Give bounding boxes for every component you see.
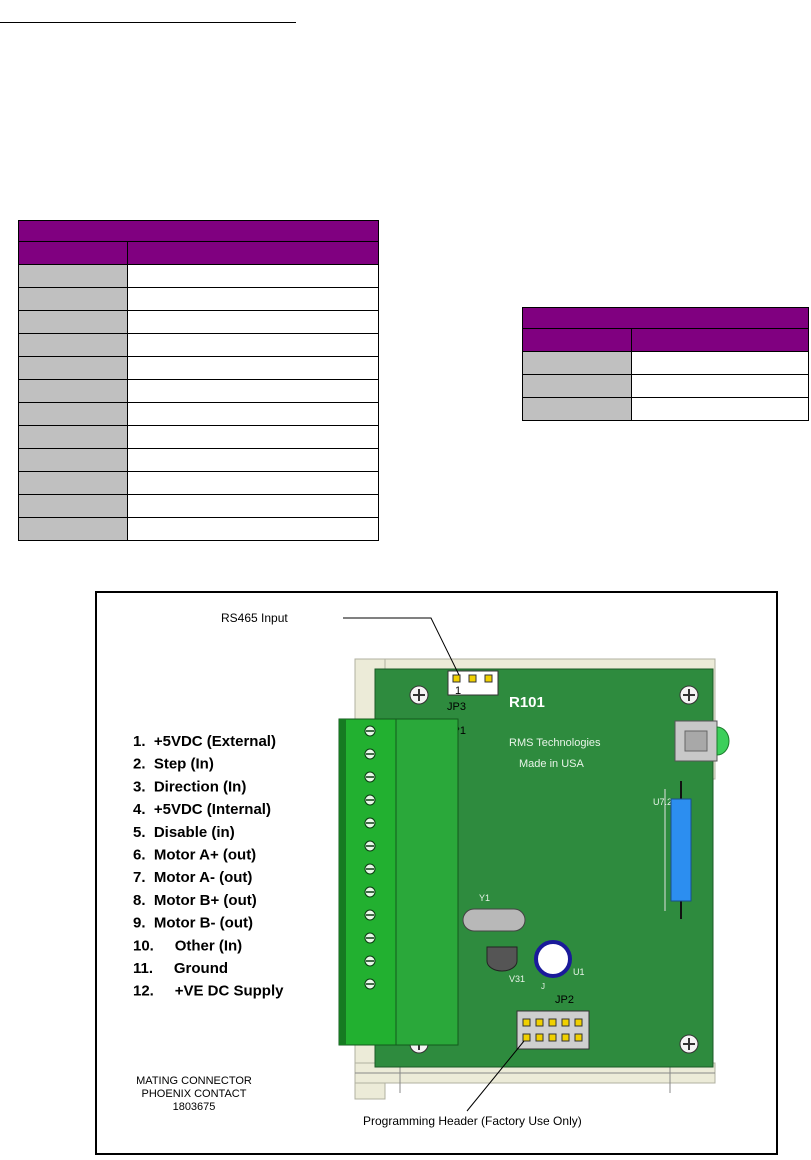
capacitor-component	[534, 940, 572, 978]
mating-line-1: MATING CONNECTOR	[136, 1075, 252, 1087]
signal-table	[18, 220, 379, 541]
terminal-screw-icon	[364, 771, 376, 783]
board-diagram: 1 JP3 RS465 Input R101 JP1 RMS Technolog…	[95, 591, 778, 1155]
jp2-pin	[574, 1033, 583, 1042]
jp3-pin	[484, 674, 493, 683]
pin-label: 12. +VE DC Supply	[133, 983, 284, 1000]
signal-table-header	[18, 241, 379, 265]
pin-label: 9. Motor B- (out)	[133, 915, 253, 932]
jp3-pin	[468, 674, 477, 683]
table-row	[18, 310, 379, 334]
pin-label: 10. Other (In)	[133, 937, 242, 954]
jp2-pins	[522, 1018, 583, 1042]
signal-table-title	[18, 220, 379, 242]
aux-table-header	[522, 328, 809, 352]
table-row	[18, 287, 379, 311]
screw-icon	[679, 1034, 699, 1054]
mating-line-2: PHOENIX CONTACT	[142, 1088, 247, 1100]
pin-label: 8. Motor B+ (out)	[133, 892, 257, 909]
regulator-label: V31	[509, 974, 525, 984]
pin-label: 4. +5VDC (Internal)	[133, 801, 271, 818]
rs485-label: RS465 Input	[221, 611, 288, 625]
jp2-pin	[561, 1033, 570, 1042]
board-name: R101	[509, 694, 545, 711]
company-text: RMS Technologies	[509, 737, 601, 749]
table-row	[522, 374, 809, 398]
terminal-screws	[364, 725, 376, 990]
jp2-pin	[548, 1018, 557, 1027]
jp2-pin	[561, 1018, 570, 1027]
mating-line-3: 1803675	[173, 1101, 216, 1113]
terminal-screw-icon	[364, 840, 376, 852]
terminal-screw-icon	[364, 886, 376, 898]
pin-label: 11. Ground	[133, 960, 228, 977]
table-row	[18, 356, 379, 380]
programming-leader	[466, 1040, 525, 1112]
table-row	[18, 517, 379, 541]
pin-labels: 1. +5VDC (External) 2. Step (In) 3. Direct…	[133, 733, 284, 1000]
regulator-component	[486, 946, 518, 972]
rs485-leader	[343, 617, 460, 676]
pin-label: 3. Direction (In)	[133, 778, 246, 795]
jp2-pin	[574, 1018, 583, 1027]
table-row	[522, 351, 809, 375]
jp2-pin	[535, 1033, 544, 1042]
pin-label: 6. Motor A+ (out)	[133, 847, 256, 864]
j-label: J	[541, 982, 545, 991]
table-row	[18, 402, 379, 426]
jp2-header	[516, 1010, 590, 1050]
terminal-screw-icon	[364, 955, 376, 967]
terminal-screw-icon	[364, 794, 376, 806]
screw-icon	[679, 685, 699, 705]
crystal-label: Y1	[479, 893, 490, 903]
table-row	[18, 471, 379, 495]
pin-label: 1. +5VDC (External)	[133, 733, 276, 750]
table-row	[18, 333, 379, 357]
led-icon	[716, 726, 730, 756]
pin-label: 2. Step (In)	[133, 756, 214, 773]
pin-label: 5. Disable (in)	[133, 824, 235, 841]
top-rule	[0, 22, 296, 23]
terminal-screw-icon	[364, 978, 376, 990]
table-row	[18, 264, 379, 288]
table-row	[18, 494, 379, 518]
made-in-text: Made in USA	[519, 758, 584, 770]
terminal-screw-icon	[364, 909, 376, 921]
jp2-pin	[522, 1018, 531, 1027]
jp2-label: JP2	[555, 994, 574, 1006]
table-row	[18, 379, 379, 403]
programming-label: Programming Header (Factory Use Only)	[363, 1114, 582, 1128]
table-row	[522, 397, 809, 421]
jp3-pin	[452, 674, 461, 683]
terminal-screw-icon	[364, 863, 376, 875]
jp2-pin	[522, 1033, 531, 1042]
jp2-pin	[535, 1018, 544, 1027]
pin-label: 7. Motor A- (out)	[133, 869, 252, 886]
terminal-edge	[339, 719, 346, 1045]
board-drawing: 1 JP3 RS465 Input R101 JP1 RMS Technolog…	[133, 611, 730, 1128]
terminal-screw-icon	[364, 748, 376, 760]
aux-table	[522, 307, 809, 421]
jp3-pin-number: 1	[455, 685, 461, 697]
terminal-screw-icon	[364, 932, 376, 944]
side-label: U7.2	[653, 797, 672, 807]
terminal-block	[338, 718, 402, 1046]
table-row	[18, 448, 379, 472]
terminal-screw-icon	[364, 817, 376, 829]
blue-component	[670, 798, 692, 902]
crystal-component	[462, 908, 526, 932]
terminal-screw-icon	[364, 725, 376, 737]
jp2-pin	[548, 1033, 557, 1042]
screw-icon	[409, 685, 429, 705]
side-connector-socket	[684, 730, 708, 752]
terminal-housing	[395, 718, 459, 1046]
table-row	[18, 425, 379, 449]
jp3-label: JP3	[447, 701, 466, 713]
aux-table-title	[522, 307, 809, 329]
capacitor-label: U1	[573, 967, 585, 977]
